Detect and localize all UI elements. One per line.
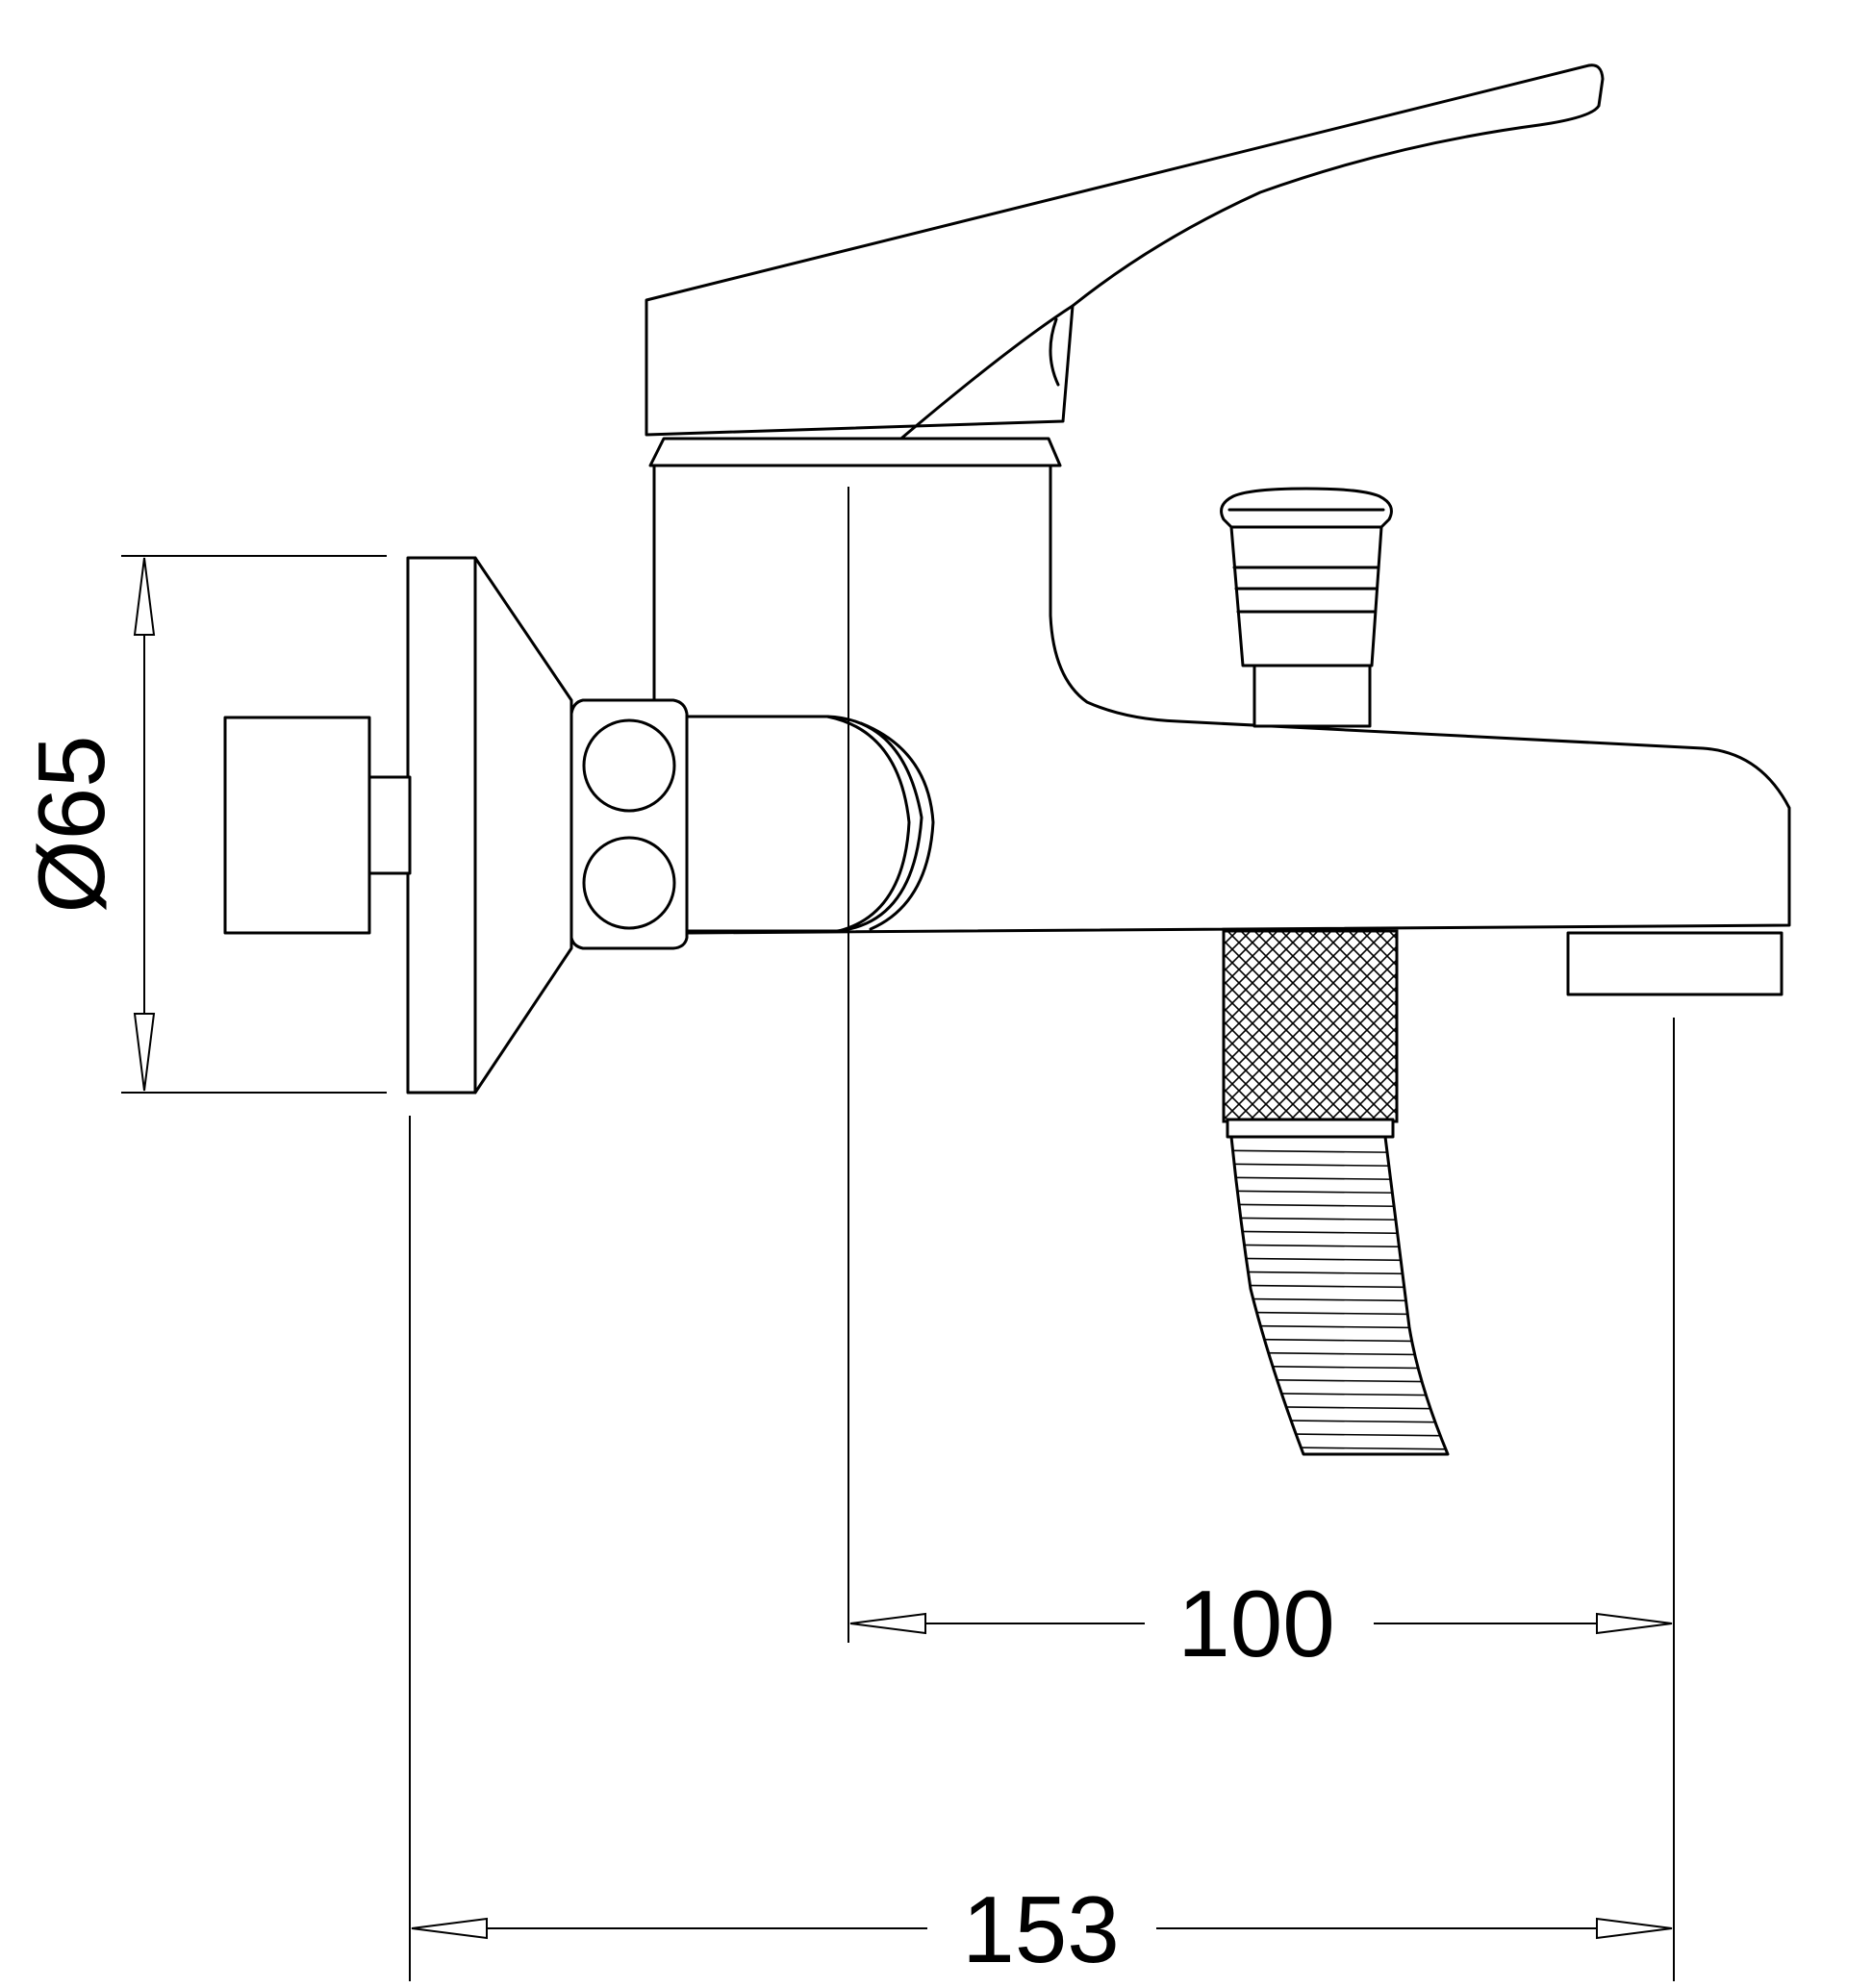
wall-flange	[406, 556, 573, 1095]
hose-connector-knurled	[1222, 929, 1399, 1139]
connector-arm	[683, 715, 935, 933]
lever-handle	[645, 63, 1605, 444]
dimension-inner-width: 100	[847, 487, 1675, 1981]
diverter-knob	[1220, 487, 1393, 728]
diameter-label: Ø65	[18, 735, 124, 913]
dimension-overall-width: 153	[409, 1116, 1673, 1982]
spout-aerator	[1566, 931, 1783, 996]
overall-width-label: 153	[962, 1876, 1120, 1982]
inner-width-label: 100	[1177, 1571, 1335, 1676]
valve-body	[652, 464, 1791, 935]
wall-adapter	[223, 716, 412, 935]
hex-nut	[569, 698, 689, 950]
handle-collar	[648, 437, 1062, 467]
flexible-hose	[1229, 1135, 1450, 1456]
dimension-diameter: Ø65	[18, 555, 387, 1094]
